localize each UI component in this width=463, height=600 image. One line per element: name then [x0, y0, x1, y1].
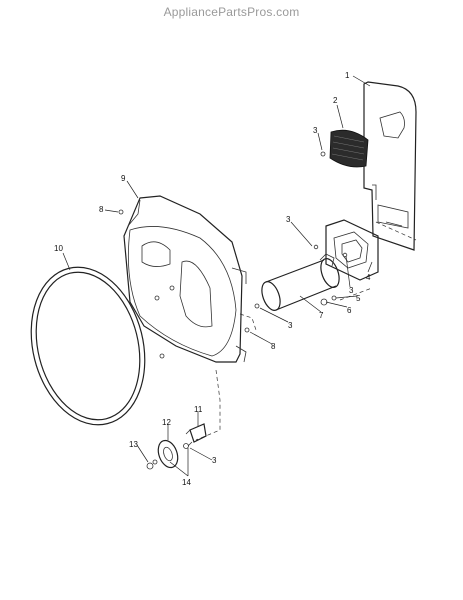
part-13-nut: [146, 462, 154, 470]
callout-3: 3: [313, 126, 318, 135]
part-7-heater-tube: [261, 253, 340, 311]
callout-3: 3: [349, 286, 354, 295]
part-12-idler-pulley: [157, 439, 179, 469]
assembly-lines: [195, 221, 417, 441]
callout-7: 7: [319, 311, 324, 320]
callout-3: 3: [212, 456, 217, 465]
callout-8: 8: [99, 205, 104, 214]
part-9-rear-bulkhead: [123, 195, 247, 363]
callout-labels: 1 2 3 9 8 3 10 4 3 5 6 7 3 8 11 12 13 3 …: [54, 71, 371, 487]
callout-4: 4: [366, 273, 371, 282]
callout-8: 8: [271, 342, 276, 351]
part-14-washer: [152, 443, 189, 465]
callout-6: 6: [347, 306, 352, 315]
fasteners: [118, 151, 348, 359]
callout-3: 3: [286, 215, 291, 224]
callout-2: 2: [333, 96, 338, 105]
callout-12: 12: [162, 418, 171, 427]
callout-5: 5: [356, 294, 361, 303]
part-11-idler-shaft: [185, 423, 207, 447]
part-1-rear-panel: [363, 81, 417, 251]
callout-13: 13: [129, 440, 138, 449]
callout-1: 1: [345, 71, 350, 80]
part-10-seal-ring: [30, 266, 146, 426]
leader-lines: [62, 75, 373, 477]
part-4-duct-housing: [325, 219, 379, 281]
callout-9: 9: [121, 174, 126, 183]
callout-10: 10: [54, 244, 63, 253]
callout-3: 3: [288, 321, 293, 330]
callout-11: 11: [194, 405, 203, 414]
part-2-screen: [329, 129, 369, 168]
callout-14: 14: [182, 478, 191, 487]
watermark-text: AppliancePartsPros.com: [163, 5, 300, 19]
